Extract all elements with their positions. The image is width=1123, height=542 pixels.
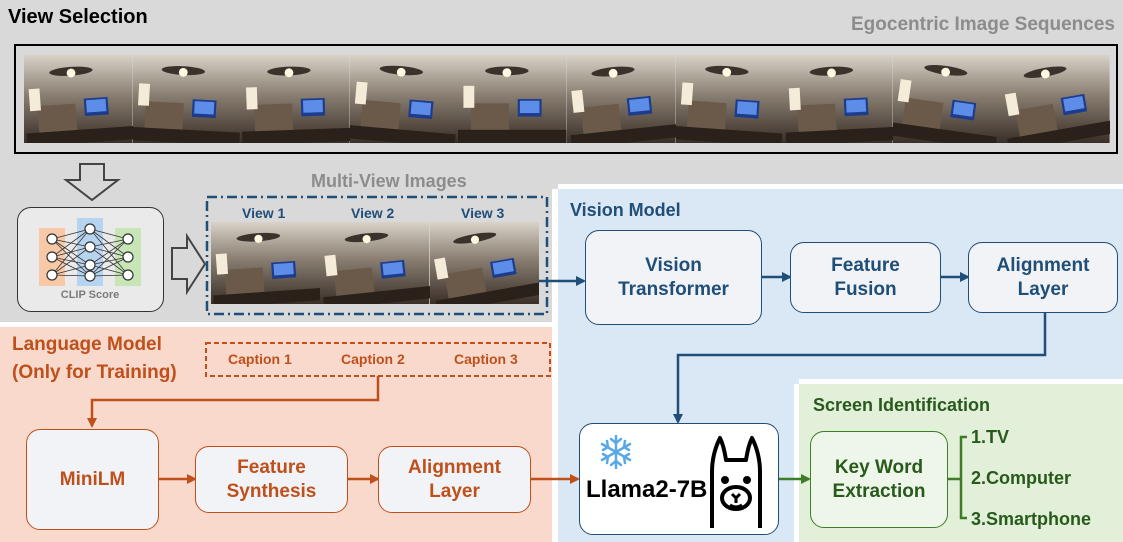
- snowflake-icon: [600, 434, 632, 470]
- network-edge: [51, 264, 91, 276]
- egocentric-frame: [349, 55, 459, 143]
- caption-1: Caption 1: [228, 351, 292, 367]
- multi-view-title: Multi-View Images: [311, 171, 467, 191]
- network-node: [46, 269, 58, 281]
- panel-divider: [0, 322, 552, 327]
- language-model-title: Language Model: [12, 334, 162, 355]
- egocentric-sequence-title: Egocentric Image Sequences: [851, 14, 1115, 35]
- vision-model-title: Vision Model: [570, 200, 681, 220]
- multi-view-images: [211, 222, 539, 304]
- network-edge: [89, 256, 129, 266]
- view-2-label: View 2: [351, 205, 395, 221]
- egocentric-frame: [892, 55, 1002, 143]
- network-edge: [51, 228, 91, 276]
- panel-divider: [794, 384, 799, 542]
- network-edge: [51, 238, 91, 277]
- llama-icon: [710, 436, 762, 528]
- result-item-tv: 1.TV: [971, 427, 1010, 447]
- network-node: [46, 233, 58, 245]
- align-to-llm-arrow: [673, 313, 1047, 424]
- minilm-box: MiniLM: [26, 429, 159, 530]
- network-node: [84, 270, 96, 282]
- network-node: [84, 259, 96, 271]
- result-item-computer: 2.Computer: [971, 468, 1072, 488]
- egocentric-frame: [458, 55, 567, 143]
- network-edge: [89, 228, 129, 240]
- vision-alignment-layer-box: Alignment Layer: [968, 242, 1118, 313]
- view-selection-title: View Selection: [8, 6, 148, 28]
- egocentric-frame: [24, 55, 133, 143]
- caption-to-minilm-arrow: [87, 376, 380, 428]
- egocentric-frame: [675, 55, 785, 143]
- clip-score-label: CLIP Score: [60, 289, 120, 301]
- clip-score-box: CLIP Score: [17, 207, 164, 312]
- egocentric-frame: [241, 55, 350, 143]
- result-item-smartphone: 3.Smartphone: [971, 509, 1092, 529]
- egocentric-frame: [784, 55, 893, 143]
- network-edge: [51, 246, 91, 276]
- view-1-label: View 1: [242, 205, 286, 221]
- network-node: [84, 241, 96, 253]
- panel-divider: [558, 184, 1123, 189]
- network-edge: [51, 274, 91, 277]
- network-edge: [51, 228, 91, 240]
- multi-view-frame: [205, 195, 549, 316]
- network-edge: [89, 256, 129, 277]
- right-arrow-icon: [171, 232, 207, 296]
- network-edge: [89, 274, 129, 277]
- network-edge: [51, 256, 91, 277]
- network-node: [84, 223, 96, 235]
- language-model-subtitle: (Only for Training): [12, 362, 177, 383]
- egocentric-frame: [566, 55, 676, 143]
- egocentric-frame: [132, 55, 242, 143]
- llm-name: Llama2-7B: [586, 476, 708, 503]
- network-edge: [89, 264, 129, 276]
- egocentric-frame: [1001, 55, 1110, 143]
- network-node: [46, 251, 58, 263]
- network-edge: [89, 238, 129, 277]
- down-arrow-icon: [63, 163, 121, 202]
- panel-divider: [552, 189, 558, 542]
- image-sequence-strip: [14, 44, 1118, 154]
- feature-fusion-box: Feature Fusion: [790, 242, 941, 313]
- network-node: [122, 269, 134, 281]
- result-bracket: [959, 435, 967, 520]
- egocentric-frame: [429, 222, 539, 304]
- view-3-label: View 3: [461, 205, 505, 221]
- egocentric-frame: [320, 222, 430, 304]
- caption-2: Caption 2: [341, 351, 405, 367]
- keyword-extraction-box: Key Word Extraction: [810, 431, 948, 528]
- network-edge: [51, 228, 91, 258]
- screen-identification-title: Screen Identification: [813, 395, 991, 415]
- network-node: [122, 233, 134, 245]
- egocentric-frame: [211, 222, 321, 304]
- panel-divider: [799, 379, 1123, 384]
- caption-3: Caption 3: [454, 351, 518, 367]
- language-alignment-layer-box: Alignment Layer: [378, 446, 531, 513]
- network-edge: [89, 238, 129, 266]
- neural-network-icon: [39, 218, 141, 286]
- network-node: [122, 251, 134, 263]
- llm-box: Llama2-7B: [579, 423, 779, 535]
- vision-transformer-box: Vision Transformer: [585, 230, 762, 325]
- feature-synthesis-box: Feature Synthesis: [195, 446, 348, 513]
- network-edge: [89, 238, 129, 248]
